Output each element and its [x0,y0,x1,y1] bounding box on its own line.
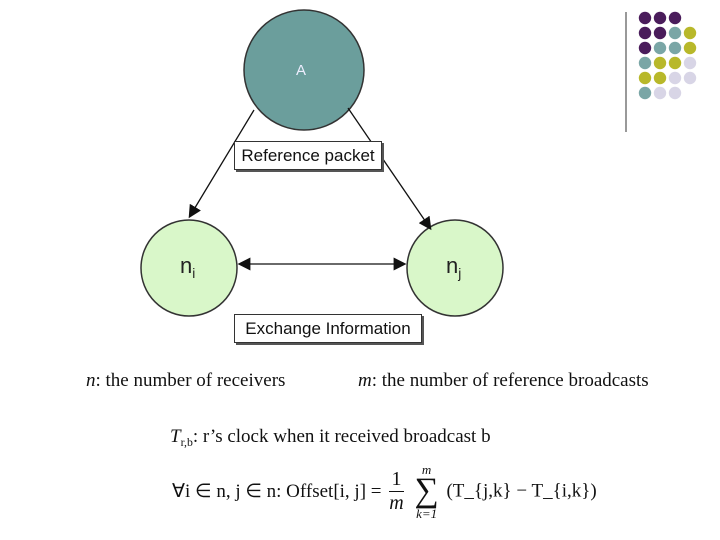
summation: m ∑ k=1 [414,463,438,520]
decor-dot [653,56,667,70]
definition-t-sub: r,b [180,436,193,450]
node-nj-circle [406,219,504,317]
definition-n: n: the number of receivers [86,370,285,392]
decor-dot [668,56,682,70]
node-ni-sub: i [192,265,196,281]
decor-dot [638,71,652,85]
definition-n-text: : the number of receivers [95,370,286,391]
decor-dot [668,11,682,25]
sum-upper-limit: m [421,462,432,477]
node-a-label: A [296,62,307,79]
fraction-numerator: 1 [391,467,402,490]
definition-t-var: T [170,426,181,447]
arrow-a-to-nj [347,107,432,231]
offset-term: (T_{j,k} − T_{i,k}) [446,480,597,502]
definition-t-text: : r’s clock when it received broadcast b [192,426,491,447]
offset-formula: ∀i ∈ n, j ∈ n: Offset[i, j] = 1 m m ∑ k=… [172,463,597,520]
decor-dot [668,71,682,85]
node-a-circle [243,9,365,131]
node-ni-label: ni [180,253,195,281]
decor-dot [653,71,667,85]
decor-dot [668,86,682,100]
decor-dot [638,41,652,55]
definition-t: Tr,b: r’s clock when it received broadca… [170,426,491,450]
node-ni-circle [140,219,238,317]
offset-prefix: ∀i ∈ n, j ∈ n: Offset[i, j] = [172,480,382,502]
decor-dot [638,11,652,25]
node-nj-sub: j [458,265,462,281]
decor-dot [653,26,667,40]
arrow-a-to-ni [188,109,255,219]
decor-dot [683,56,697,70]
decor-dot [668,41,682,55]
fraction-denominator: m [389,491,404,514]
offset-fraction: 1 m [389,467,404,514]
decor-dot [638,56,652,70]
node-ni-base: n [180,253,193,278]
definition-n-var: n [86,370,96,391]
reference-packet-box: Reference packet [234,141,382,170]
dot-grid-svg [625,11,697,132]
decor-dot [653,86,667,100]
decor-dot [683,41,697,55]
decorative-dot-grid [0,0,720,145]
node-nj-base: n [446,253,459,278]
definition-m-var: m [358,370,372,391]
decor-dot [683,71,697,85]
diagram-svg [140,9,504,317]
exchange-information-box: Exchange Information [234,314,422,343]
definition-m: m: the number of reference broadcasts [358,370,649,392]
decor-dot [638,86,652,100]
node-nj-label: nj [446,253,461,281]
decor-dot [653,11,667,25]
sigma-symbol: ∑ [414,472,439,509]
decor-dot [638,26,652,40]
decor-dot [653,41,667,55]
definition-m-text: : the number of reference broadcasts [371,370,649,391]
fraction-bar [389,490,404,492]
sum-lower-limit: k=1 [416,505,438,521]
decor-dot [668,26,682,40]
decor-dot [683,26,697,40]
